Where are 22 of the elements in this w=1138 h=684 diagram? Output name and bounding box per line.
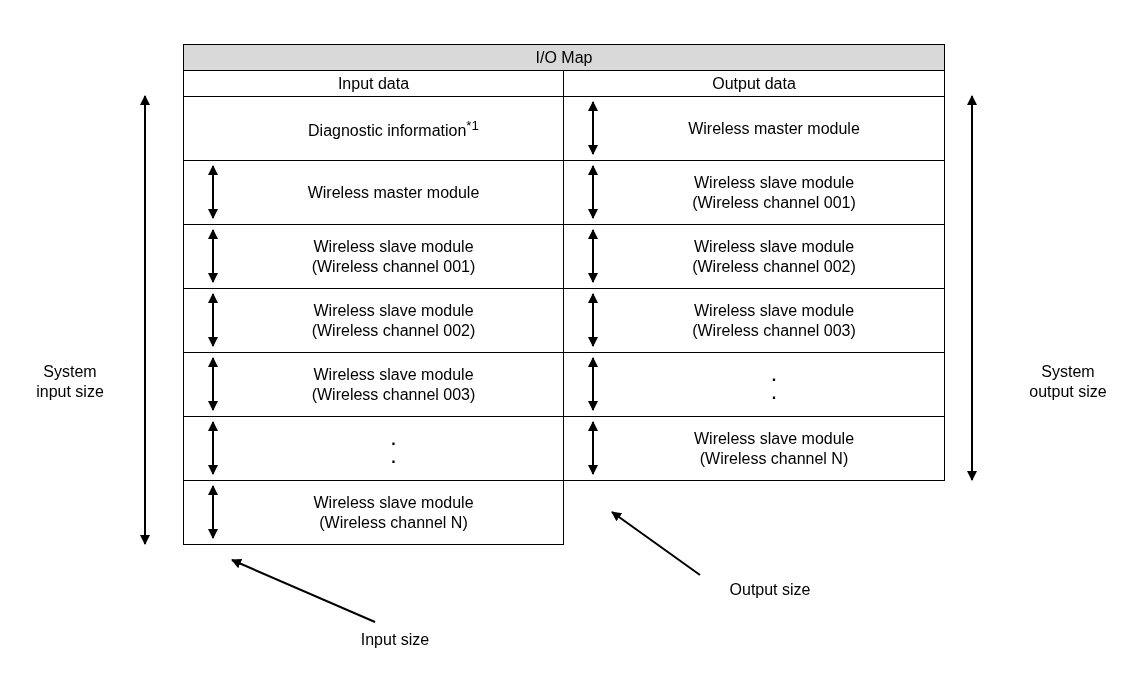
- leader-line: [231, 559, 376, 623]
- cell-text: . .: [390, 430, 397, 467]
- callout-label: Input size: [345, 630, 445, 650]
- cell-text: Wireless slave module (Wireless channel N): [692, 428, 856, 469]
- table-header-cell: I/O Map: [183, 44, 945, 71]
- cell-text: Diagnostic information$^{*1}$: [308, 116, 479, 142]
- cell-text: Wireless slave module (Wireless channel 002): [310, 300, 477, 341]
- cell-text: Wireless slave module (Wireless channel 001): [310, 236, 477, 277]
- cell-text: Wireless slave module (Wireless channel 002): [691, 236, 857, 277]
- callout-label: Output size: [720, 580, 820, 600]
- cell-text: Wireless slave module (Wireless channel N): [312, 492, 475, 533]
- cell-text: Wireless master module: [688, 118, 860, 139]
- side-label: System output size: [1028, 362, 1108, 402]
- double-arrow: [588, 421, 598, 475]
- cell-text: Wireless slave module (Wireless channel 003): [691, 300, 857, 341]
- cell-text: Wireless slave module (Wireless channel 001): [691, 172, 857, 213]
- double-arrow: [208, 485, 218, 539]
- cell-text: Wireless slave module (Wireless channel 003): [310, 364, 477, 405]
- side-label: System input size: [35, 362, 105, 402]
- cell-text: . .: [770, 366, 778, 403]
- leader-line: [611, 511, 701, 576]
- cell-text: Wireless master module: [307, 182, 480, 203]
